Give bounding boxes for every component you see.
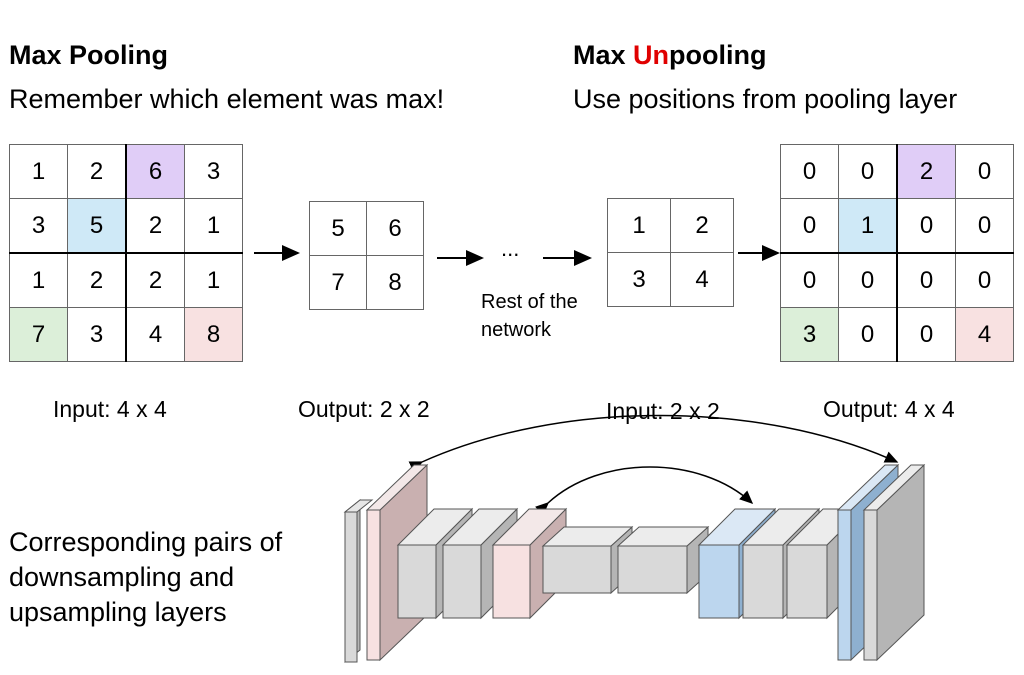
grid-cell-max: 2 (896, 144, 956, 199)
grid-cell: 2 (67, 144, 127, 199)
grid-cell: 8 (366, 255, 424, 310)
grid-cell: 0 (955, 144, 1014, 199)
max-unpooling-subtitle: Use positions from pooling layer (573, 84, 958, 114)
grid-cell: 0 (955, 198, 1014, 254)
grid-cell: 0 (896, 198, 956, 254)
grid-cell: 2 (67, 252, 127, 308)
grid-cell: 1 (184, 252, 243, 308)
label-input-2x2: Input: 2 x 2 (606, 398, 720, 424)
title-highlight: Un (633, 40, 670, 70)
grid-cell: 3 (184, 144, 243, 199)
caption-line-2: downsampling and (9, 562, 235, 592)
grid-cell: 1 (184, 198, 243, 254)
label-output-2x2: Output: 2 x 2 (298, 396, 430, 422)
grid-cell: 0 (780, 252, 839, 308)
grid-cell: 2 (125, 252, 185, 308)
grid-cell: 4 (670, 252, 734, 307)
rest-line-1: Rest of the (481, 291, 578, 313)
caption-line-3: upsampling layers (9, 597, 227, 627)
grid-cell: 1 (607, 198, 671, 253)
caption: Corresponding pairs of downsampling and … (9, 525, 282, 630)
grid-cell: 1 (9, 144, 68, 199)
ellipsis: ... (501, 236, 520, 261)
max-unpooling-title: Max Unpooling (573, 40, 767, 71)
title-suffix: pooling (669, 40, 767, 70)
grid-cell: 2 (670, 198, 734, 253)
rest-of-network-label: Rest of the network (481, 288, 578, 344)
unpooling-input-grid: 1 2 3 4 (607, 198, 734, 307)
rest-line-2: network (481, 319, 552, 341)
caption-line-1: Corresponding pairs of (9, 527, 283, 557)
grid-cell: 0 (780, 144, 839, 199)
grid-cell-max: 8 (184, 307, 243, 362)
grid-cell: 0 (838, 252, 898, 308)
grid-cell-max: 6 (125, 144, 185, 199)
label-input-4x4: Input: 4 x 4 (53, 396, 167, 422)
grid-cell: 3 (607, 252, 671, 307)
skip-arc-inner (535, 466, 754, 516)
grid-cell-max: 5 (67, 198, 127, 254)
grid-cell: 3 (67, 307, 127, 362)
grid-cell: 1 (9, 252, 68, 308)
unpooling-output-grid: 0 0 2 0 0 1 0 0 0 0 0 0 3 0 0 4 (780, 144, 1014, 362)
grid-cell-max: 1 (838, 198, 898, 254)
grid-cell: 0 (780, 198, 839, 254)
grid-cell: 0 (838, 144, 898, 199)
grid-cell: 0 (896, 307, 956, 362)
grid-cell-max: 3 (780, 307, 839, 362)
grid-cell-max: 7 (9, 307, 68, 362)
title-prefix: Max (573, 40, 634, 70)
pooling-input-grid: 1 2 6 3 3 5 2 1 1 2 2 1 7 3 4 8 (9, 144, 243, 362)
grid-cell: 3 (9, 198, 68, 254)
label-output-4x4: Output: 4 x 4 (823, 396, 955, 422)
grid-cell-max: 4 (955, 307, 1014, 362)
max-pooling-subtitle: Remember which element was max! (9, 84, 445, 114)
skip-arc-outer (408, 414, 899, 473)
grid-cell: 4 (125, 307, 185, 362)
pooling-output-grid: 5 6 7 8 (309, 201, 424, 310)
max-pooling-title: Max Pooling (9, 40, 169, 70)
encoder-decoder-network (343, 463, 926, 664)
grid-cell: 0 (838, 307, 898, 362)
